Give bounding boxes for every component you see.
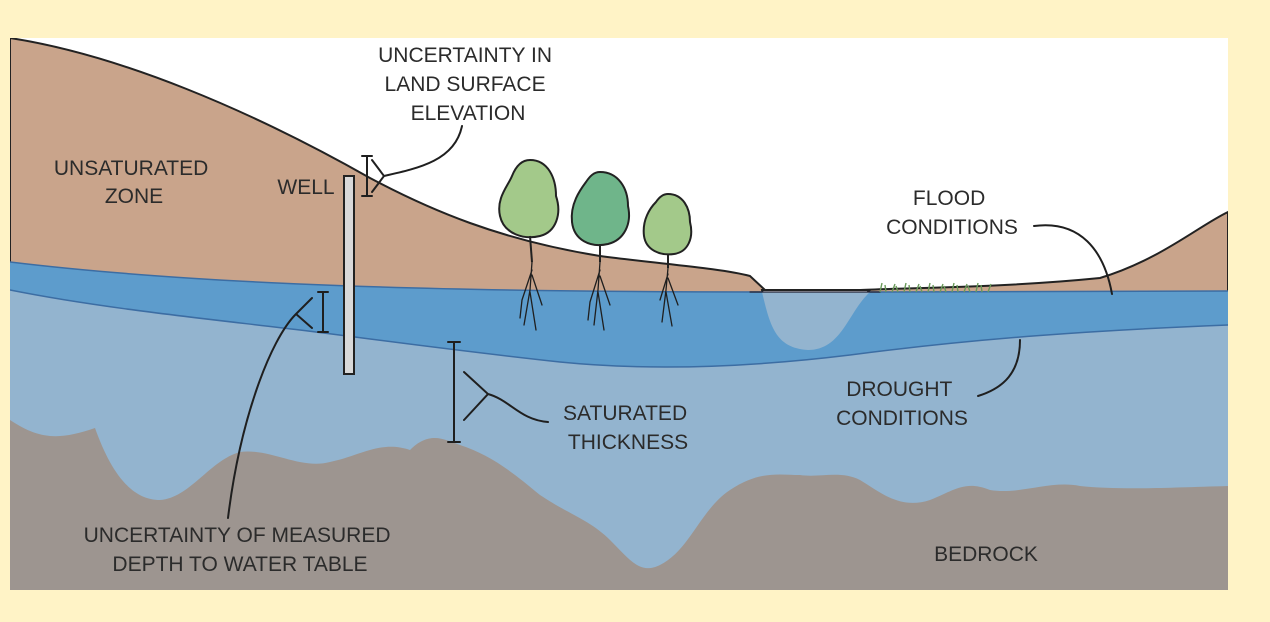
drought-conditions-leader bbox=[977, 339, 1021, 397]
bedrock-label: BEDROCK bbox=[934, 543, 1038, 566]
well-casing bbox=[343, 175, 355, 375]
marsh-grass bbox=[879, 282, 992, 293]
saturated-thickness-bracket bbox=[447, 341, 549, 443]
tree-middle bbox=[570, 170, 630, 331]
depth-uncertainty-label: UNCERTAINTY OF MEASURED DEPTH TO WATER T… bbox=[84, 524, 397, 576]
saturated-thickness-label: SATURATED THICKNESS bbox=[563, 402, 693, 454]
drought-conditions-label: DROUGHT CONDITIONS bbox=[836, 378, 968, 430]
well-label: WELL bbox=[277, 176, 334, 199]
tree-right bbox=[642, 192, 693, 327]
water-table-band bbox=[10, 262, 1228, 368]
bedrock bbox=[10, 420, 1228, 590]
depth-measurement-bracket bbox=[227, 291, 329, 519]
flood-conditions-label: FLOOD CONDITIONS bbox=[886, 187, 1018, 239]
flood-conditions-leader bbox=[1033, 224, 1113, 295]
land-surface-bracket bbox=[361, 125, 463, 197]
unsaturated-zone-label: UNSATURATED ZONE bbox=[54, 157, 214, 208]
land-surface-uncertainty-label: UNCERTAINTY IN LAND SURFACE ELEVATION bbox=[378, 44, 558, 125]
tree-left bbox=[498, 158, 560, 331]
